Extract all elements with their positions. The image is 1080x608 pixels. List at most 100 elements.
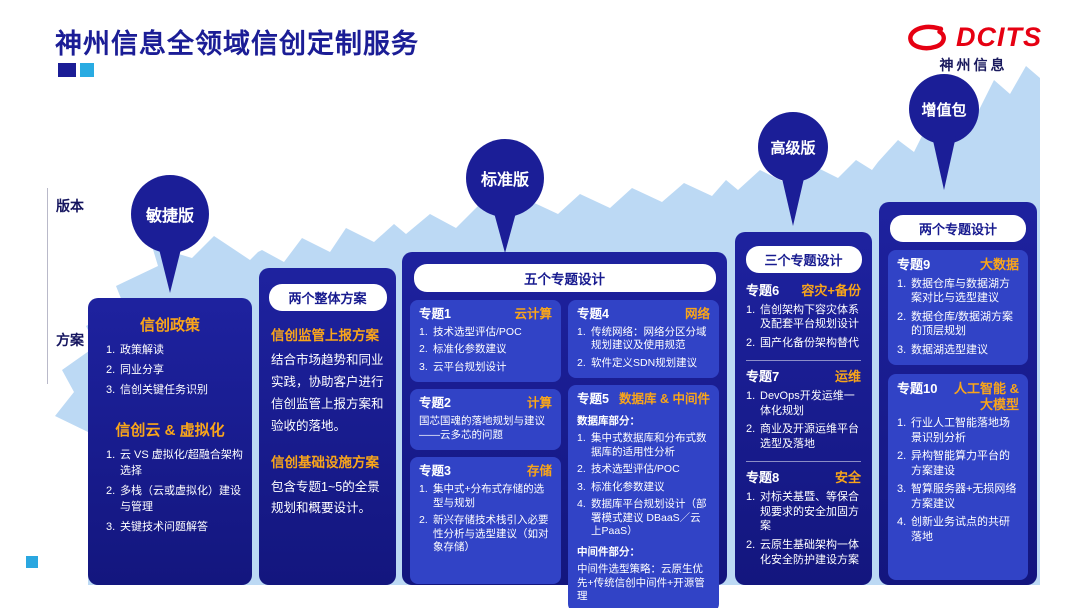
list-item: 标准化参数建议 (419, 343, 507, 357)
version-axis-line (47, 188, 48, 384)
section-title: 信创政策 (139, 317, 200, 334)
plan-body: 包含专题1~5的全景规划和概要设计。 (271, 479, 380, 516)
plan-title: 信创监管上报方案 (271, 328, 379, 343)
tier-pin-advanced: 高级版 (758, 112, 828, 226)
topic-header: 专题10 人工智能 & 大模型 (897, 381, 1019, 412)
dcits-swoosh-icon (908, 24, 946, 50)
topic-name: 大数据 (979, 257, 1019, 272)
topic-list: DevOps开发运维一体化规划 商业及开源运维平台选型及落地 (746, 389, 861, 452)
topic-group: 专题7 运维 DevOps开发运维一体化规划 商业及开源运维平台选型及落地 (746, 360, 861, 461)
topic-column-left: 专题1 云计算 技术选型评估/POC 标准化参数建议 云平台规划设计 专题2 计… (410, 300, 561, 584)
list-item: 数据湖选型建议 (897, 343, 988, 357)
topic-column-right: 专题4 网络 传统网络：网络分区分域规划建议及使用规范 软件定义SDN规划建议 … (568, 300, 719, 608)
topic-label: 专题8 (746, 470, 780, 486)
topic-header: 专题8 安全 (746, 470, 861, 486)
list-item: 技术选型评估/POC (577, 463, 680, 477)
list-item: 信创架构下容灾体系及配套平台规划设计 (746, 303, 859, 331)
panel-agile: 信创政策 政策解读 同业分享 信创关键任务识别 信创云 & 虚拟化 云 VS 虚… (88, 298, 252, 585)
panel-advanced: 三个专题设计 专题6 容灾+备份 信创架构下容灾体系及配套平台规划设计 国产化备… (735, 232, 872, 585)
list-item: 技术选型评估/POC (419, 326, 522, 340)
panel-addon: 两个专题设计 专题9 大数据 数据仓库与数据湖方案对比与选型建议 数据仓库/数据… (879, 202, 1037, 585)
list-item: 关键技术问题解答 (106, 520, 208, 536)
list-item: 传统网络：网络分区分域规划建议及使用规范 (577, 326, 707, 352)
brand-logo-row: DCITS (905, 22, 1042, 53)
topic-header: 专题6 容灾+备份 (746, 283, 861, 299)
topic-name: 人工智能 & 大模型 (953, 381, 1019, 412)
topic-header: 专题9 大数据 (897, 257, 1019, 273)
topic-columns: 专题1 云计算 技术选型评估/POC 标准化参数建议 云平台规划设计 专题2 计… (402, 300, 727, 608)
topic-header: 专题7 运维 (746, 369, 861, 385)
version-axis-label: 版本 (56, 198, 84, 214)
topic-list: 信创架构下容灾体系及配套平台规划设计 国产化备份架构替代 (746, 303, 861, 352)
topic-group: 专题8 安全 对标关基暨、等保合规要求的安全加固方案 云原生基础架构一体化安全防… (746, 461, 861, 577)
topic-list: 技术选型评估/POC 标准化参数建议 云平台规划设计 (419, 326, 552, 375)
topic-list: 传统网络：网络分区分域规划建议及使用规范 软件定义SDN规划建议 (577, 326, 710, 371)
topic-label: 专题9 (897, 257, 931, 272)
topic-card: 专题5 数据库 & 中间件 数据库部分： 集中式数据库和分布式数据库的适用性分析… (568, 385, 719, 608)
topic-card: 专题4 网络 传统网络：网络分区分域规划建议及使用规范 软件定义SDN规划建议 (568, 300, 719, 379)
topic-card: 专题9 大数据 数据仓库与数据湖方案对比与选型建议 数据仓库/数据湖方案的顶层规… (888, 250, 1028, 366)
list-item: 同业分享 (106, 363, 164, 379)
tier-pin-standard-label: 标准版 (466, 139, 544, 217)
topic-label: 专题1 (419, 307, 451, 321)
topic-name: 运维 (834, 369, 861, 385)
panel-pill: 两个整体方案 (268, 284, 387, 311)
topic-group: 专题6 容灾+备份 信创架构下容灾体系及配套平台规划设计 国产化备份架构替代 (746, 275, 861, 360)
list-item: 信创关键任务识别 (106, 383, 208, 399)
topic-name: 容灾+备份 (801, 283, 861, 298)
panel-standard: 五个专题设计 专题1 云计算 技术选型评估/POC 标准化参数建议 云平台规划设… (402, 252, 727, 608)
list-item: 集中式+分布式存储的选型与规划 (419, 483, 545, 509)
topic-list: 行业人工智能落地场景识别分析 异构智能算力平台的方案建设 智算服务器+无损网络方… (897, 416, 1019, 544)
topic-note: 国芯国魂的落地规划与建议——云多芯的问题 (419, 415, 545, 441)
list-item: 创新业务试点的共研落地 (897, 515, 1010, 543)
list-item: 多栈（云或虚拟化）建设与管理 (106, 484, 241, 513)
list-item: 数据仓库与数据湖方案对比与选型建议 (897, 277, 1010, 305)
decor-square-cyan (80, 63, 94, 77)
tier-pin-tail (493, 209, 517, 253)
list-item: 商业及开源运维平台选型及落地 (746, 422, 859, 451)
tier-pin-advanced-label: 高级版 (758, 112, 828, 182)
topic-card: 专题1 云计算 技术选型评估/POC 标准化参数建议 云平台规划设计 (410, 300, 561, 383)
plan-body: 结合市场趋势和同业实践，协助客户进行信创监管上报方案和验收的落地。 (271, 353, 384, 433)
topic-label: 专题4 (577, 307, 609, 321)
tier-pin-standard: 标准版 (466, 139, 544, 253)
topic-label: 专题5 (577, 392, 609, 407)
topic-list: 数据仓库与数据湖方案对比与选型建议 数据仓库/数据湖方案的顶层规划 数据湖选型建… (897, 277, 1019, 358)
section-list: 政策解读 同业分享 信创关键任务识别 (88, 343, 252, 399)
section-title: 信创云 & 虚拟化 (115, 421, 225, 439)
list-item: 云原生基础架构一体化安全防护建设方案 (746, 538, 859, 567)
list-item: DevOps开发运维一体化规划 (746, 389, 855, 417)
topic-cards: 专题9 大数据 数据仓库与数据湖方案对比与选型建议 数据仓库/数据湖方案的顶层规… (879, 250, 1037, 580)
plan-section: 信创基础设施方案 包含专题1~5的全景规划和概要设计。 (259, 451, 396, 521)
brand-wordmark: DCITS (956, 22, 1042, 52)
list-item: 数据仓库/数据湖方案的顶层规划 (897, 310, 1014, 338)
list-item: 软件定义SDN规划建议 (577, 356, 698, 371)
topic-name: 计算 (526, 396, 552, 411)
plan-axis-label: 方案 (56, 332, 84, 348)
topic-subheading: 中间件部分： (577, 546, 640, 559)
topic-name: 云计算 (514, 307, 552, 321)
topic-list: 对标关基暨、等保合规要求的安全加固方案 云原生基础架构一体化安全防护建设方案 (746, 490, 861, 568)
topic-label: 专题7 (746, 369, 780, 385)
topic-label: 专题10 (897, 381, 938, 397)
list-item: 新兴存储技术栈引入必要性分析与选型建议（如对象存储） (419, 514, 549, 553)
brand-company-name: 神州信息 (939, 57, 1008, 73)
list-item: 云平台规划设计 (419, 360, 507, 375)
list-item: 云 VS 虚拟化/超融合架构选择 (106, 448, 243, 477)
list-item: 智算服务器+无损网络方案建议 (897, 482, 1017, 510)
panel-overall-plans: 两个整体方案 信创监管上报方案 结合市场趋势和同业实践，协助客户进行信创监管上报… (259, 268, 396, 585)
list-item: 数据库平台规划设计（部署模式建议 DBaaS／云上PaaS） (577, 498, 707, 537)
topic-groups: 专题6 容灾+备份 信创架构下容灾体系及配套平台规划设计 国产化备份架构替代 专… (735, 275, 872, 577)
topic-name: 安全 (834, 470, 861, 486)
topic-header: 专题1 云计算 (419, 307, 552, 322)
topic-name: 数据库 & 中间件 (619, 392, 710, 407)
tier-pin-agile-label: 敏捷版 (131, 175, 209, 253)
topic-list: 集中式数据库和分布式数据库的适用性分析 技术选型评估/POC 标准化参数建议 数… (577, 432, 710, 538)
topic-header: 专题4 网络 (577, 307, 710, 322)
list-item: 异构智能算力平台的方案建设 (897, 449, 1010, 477)
topic-header: 专题5 数据库 & 中间件 (577, 392, 710, 407)
tier-pin-tail (781, 174, 805, 226)
topic-card: 专题3 存储 集中式+分布式存储的选型与规划 新兴存储技术栈引入必要性分析与选型… (410, 457, 561, 584)
list-item: 对标关基暨、等保合规要求的安全加固方案 (746, 490, 859, 533)
page-title: 神州信息全领域信创定制服务 (55, 29, 419, 59)
